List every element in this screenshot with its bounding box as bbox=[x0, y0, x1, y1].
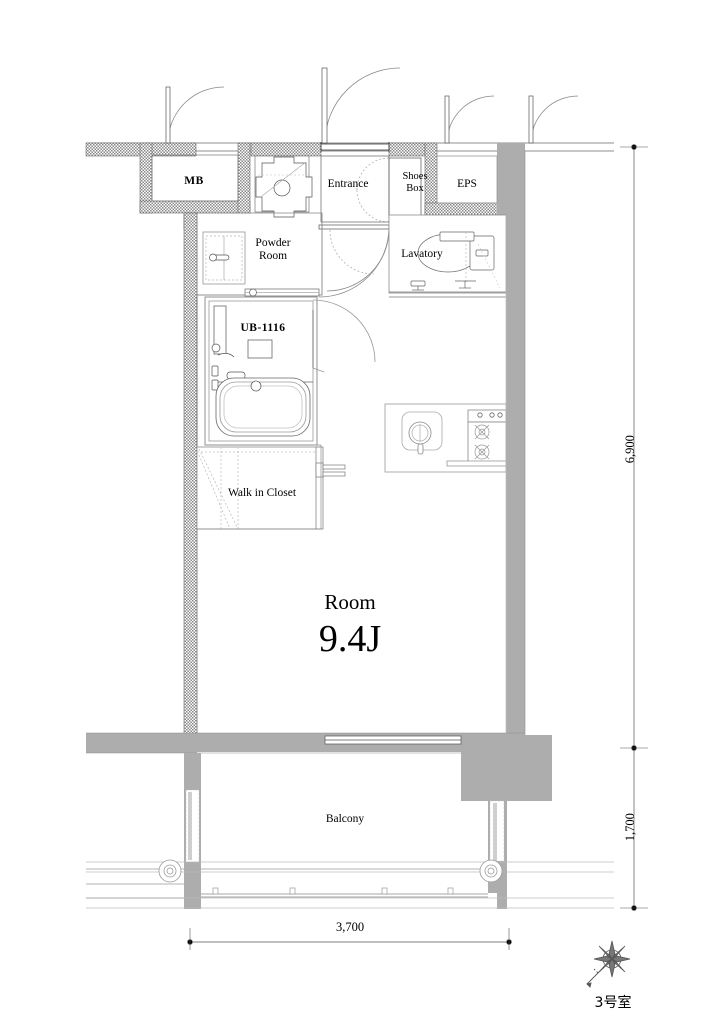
dimension-label-height-main: 6,900 bbox=[622, 435, 637, 464]
room-label-lavatory: Lavatory bbox=[401, 248, 443, 260]
wall-structure bbox=[85, 142, 614, 909]
room-label-eps: EPS bbox=[457, 178, 477, 190]
room-label-walk-in-closet: Walk in Closet bbox=[227, 487, 297, 499]
compass-rose-icon bbox=[586, 940, 631, 988]
room-label-unit-bath: UB-1116 bbox=[240, 322, 286, 334]
room-label-entrance: Entrance bbox=[327, 178, 369, 190]
balcony-railing bbox=[158, 859, 503, 898]
room-label-shoes-box: Shoes Box bbox=[402, 171, 428, 195]
room-label-powder-room: Powder Room bbox=[255, 237, 291, 263]
dimension-label-width: 3,700 bbox=[335, 920, 365, 934]
dimension-label-height-balcony: 1,700 bbox=[622, 813, 637, 842]
page-title-room-name: Room bbox=[324, 590, 376, 614]
unit-number-label: 3号室 bbox=[594, 995, 632, 1011]
room-label-balcony: Balcony bbox=[325, 813, 365, 825]
page-title-room-area: 9.4J bbox=[318, 618, 382, 660]
room-label-mb: MB bbox=[184, 175, 204, 187]
dimension-lines bbox=[187, 144, 648, 950]
interior-partitions bbox=[196, 155, 507, 733]
door-swing-arcs bbox=[165, 67, 579, 298]
